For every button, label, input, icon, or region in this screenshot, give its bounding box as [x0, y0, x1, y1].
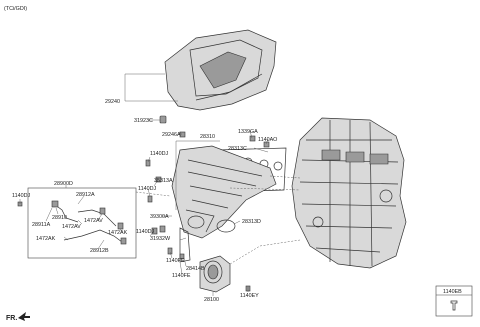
label-1140ey: 1140EY: [240, 293, 259, 299]
breather-hoses: [51, 200, 127, 245]
bolt-icon: [450, 300, 458, 311]
label-28912b: 28912B: [90, 248, 109, 254]
hose-group-box: [27, 187, 137, 259]
label-29246a: 29246A: [162, 132, 181, 138]
label-1140fe-b: 1140FE: [172, 273, 191, 279]
label-31932w: 31932W: [150, 236, 171, 242]
label-1339ga: 1339GA: [238, 129, 258, 135]
fr-arrow-icon: [18, 312, 30, 321]
legend-1140eb: 1140EB: [435, 285, 473, 317]
fr-mark: FR.: [6, 315, 17, 322]
leader-lines: [19, 73, 301, 296]
label-1472av-b: 1472AV: [84, 218, 103, 224]
engine-cover: [164, 29, 277, 111]
cover-grommet: [159, 115, 167, 124]
label-35313a: 35313A: [154, 178, 173, 184]
throttle-gasket: [216, 219, 236, 233]
engine-block: [291, 117, 407, 269]
label-28911a: 28911A: [32, 222, 51, 228]
label-29240: 29240: [105, 99, 120, 105]
label-28313c: 28313C: [228, 146, 247, 152]
label-1472ak-a: 1472AK: [36, 236, 56, 242]
label-1140dj-c: 1140DJ: [138, 186, 156, 192]
label-28414b: 28414B: [186, 266, 205, 272]
label-28313d: 28313D: [242, 219, 261, 225]
label-1140dj-b: 1140DJ: [12, 193, 30, 199]
label-28900d: 28900D: [54, 181, 73, 187]
label-1472av-a: 1472AV: [62, 224, 81, 230]
label-28310: 28310: [200, 134, 215, 140]
label-1140ao: 1140AO: [258, 137, 277, 143]
throttle-body: [199, 255, 231, 293]
label-31923c: 31923C: [134, 118, 153, 124]
label-28910: 28910: [52, 215, 67, 221]
label-1140dj-a: 1140DJ: [150, 151, 168, 157]
label-1472ak-b: 1472AK: [108, 230, 128, 236]
label-39300a: 39300A: [150, 214, 169, 220]
label-28912a: 28912A: [76, 192, 95, 198]
label-28100: 28100: [204, 297, 219, 303]
label-1140eb: 1140EB: [443, 289, 462, 295]
manifold-bracket: [179, 227, 191, 263]
variant-label: (TCi/GDI): [4, 6, 27, 12]
label-1140dj-d: 1140DJ: [136, 229, 154, 235]
label-1140fe-a: 1140FE: [166, 258, 185, 264]
